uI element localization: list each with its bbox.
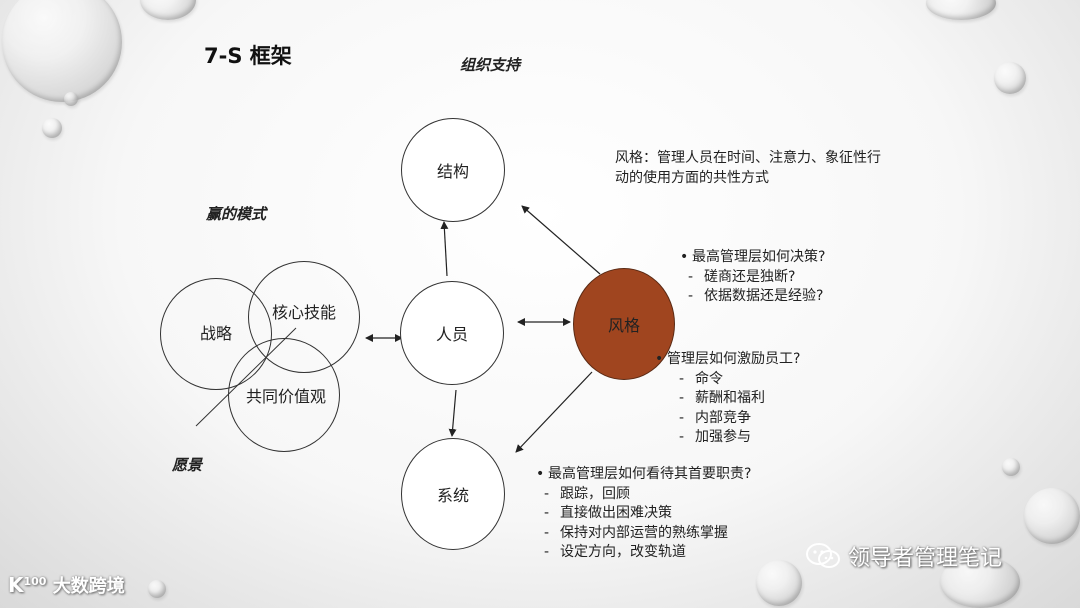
- bullet: •: [655, 351, 664, 367]
- list-item: -设定方向，改变轨道: [536, 543, 751, 563]
- style-definition-line: 动的使用方面的共性方式: [615, 169, 769, 186]
- circle-systems: 系统: [401, 438, 505, 550]
- circle-people-label: 人员: [435, 325, 468, 344]
- logo-text: 大数跨境: [52, 576, 125, 597]
- list-item: -保持对内部运营的熟练掌握: [536, 524, 751, 544]
- label-win-model: 赢的模式: [206, 205, 267, 223]
- logo-prefix: K: [8, 573, 24, 597]
- list-item: -内部竞争: [655, 409, 800, 429]
- arrow-people-to-systems: [448, 389, 457, 437]
- water-drop-decoration: [994, 62, 1026, 94]
- duties-header: •最高管理层如何看待其首要职责?: [536, 465, 751, 485]
- decision-list: •最高管理层如何决策? -磋商还是独断? -依据数据还是经验?: [680, 248, 825, 307]
- circle-shared-values-label: 共同价值观: [245, 387, 326, 406]
- arrow-style-to-systems: [515, 371, 593, 453]
- circle-people: 人员: [400, 281, 504, 385]
- water-drop-decoration: [1024, 488, 1080, 544]
- logo-digits: 100: [23, 575, 47, 588]
- arrow-people-to-structure: [440, 221, 449, 277]
- water-drop-decoration: [2, 0, 122, 102]
- dash: -: [688, 288, 694, 304]
- dash: -: [679, 390, 685, 406]
- dash: -: [688, 268, 694, 285]
- water-drop-decoration: [148, 580, 166, 598]
- motivation-list: •管理层如何激励员工? -命令 -薪酬和福利 -内部竞争 -加强参与: [655, 350, 800, 448]
- water-drop-decoration: [64, 92, 78, 106]
- dash: -: [679, 429, 685, 445]
- circle-strategy-label: 战略: [199, 324, 232, 343]
- circle-shared-values: 共同价值观: [228, 338, 340, 452]
- dash: -: [544, 505, 550, 521]
- dash: -: [679, 409, 685, 426]
- bullet: •: [680, 249, 689, 265]
- water-drop-decoration: [42, 118, 62, 138]
- water-drop-decoration: [940, 556, 1020, 608]
- dash: -: [679, 370, 685, 387]
- dash: -: [544, 524, 550, 541]
- decision-header: •最高管理层如何决策?: [680, 248, 825, 268]
- style-definition: 风格：管理人员在时间、注意力、象征性行 动的使用方面的共性方式: [615, 149, 881, 188]
- duties-list: •最高管理层如何看待其首要职责? -跟踪，回顾 -直接做出困难决策 -保持对内部…: [536, 465, 751, 563]
- water-drop-decoration: [1002, 458, 1020, 476]
- watermark-text: 领导者管理笔记: [848, 546, 1003, 571]
- list-item: -薪酬和福利: [655, 389, 800, 409]
- circle-structure: 结构: [401, 118, 505, 222]
- arrow-style-to-structure: [521, 205, 601, 275]
- wechat-icon: [806, 543, 840, 568]
- style-definition-line: 风格：管理人员在时间、注意力、象征性行: [615, 150, 881, 166]
- bullet: •: [536, 466, 545, 482]
- dash: -: [544, 485, 550, 502]
- list-item: -直接做出困难决策: [536, 504, 751, 524]
- list-item: -磋商还是独断?: [680, 268, 825, 288]
- watermark: 领导者管理笔记: [806, 540, 1002, 572]
- brand-logo: K100 大数跨境: [8, 572, 125, 598]
- label-vision: 愿景: [172, 456, 203, 474]
- list-item: -依据数据还是经验?: [680, 287, 825, 307]
- circle-core-skills-label: 核心技能: [271, 303, 336, 322]
- circle-style: 风格: [573, 268, 675, 380]
- circle-systems-label: 系统: [436, 486, 469, 505]
- water-drop-decoration: [756, 560, 802, 606]
- dash: -: [544, 544, 550, 560]
- circle-structure-label: 结构: [436, 162, 469, 181]
- motivation-header: •管理层如何激励员工?: [655, 350, 800, 370]
- list-item: -命令: [655, 370, 800, 390]
- list-item: -加强参与: [655, 428, 800, 448]
- label-org-support: 组织支持: [460, 56, 521, 74]
- page-title: 7-S 框架: [204, 44, 292, 68]
- list-item: -跟踪，回顾: [536, 485, 751, 505]
- circle-style-label: 风格: [607, 316, 640, 335]
- water-drop-decoration: [926, 0, 996, 20]
- water-drop-decoration: [140, 0, 196, 20]
